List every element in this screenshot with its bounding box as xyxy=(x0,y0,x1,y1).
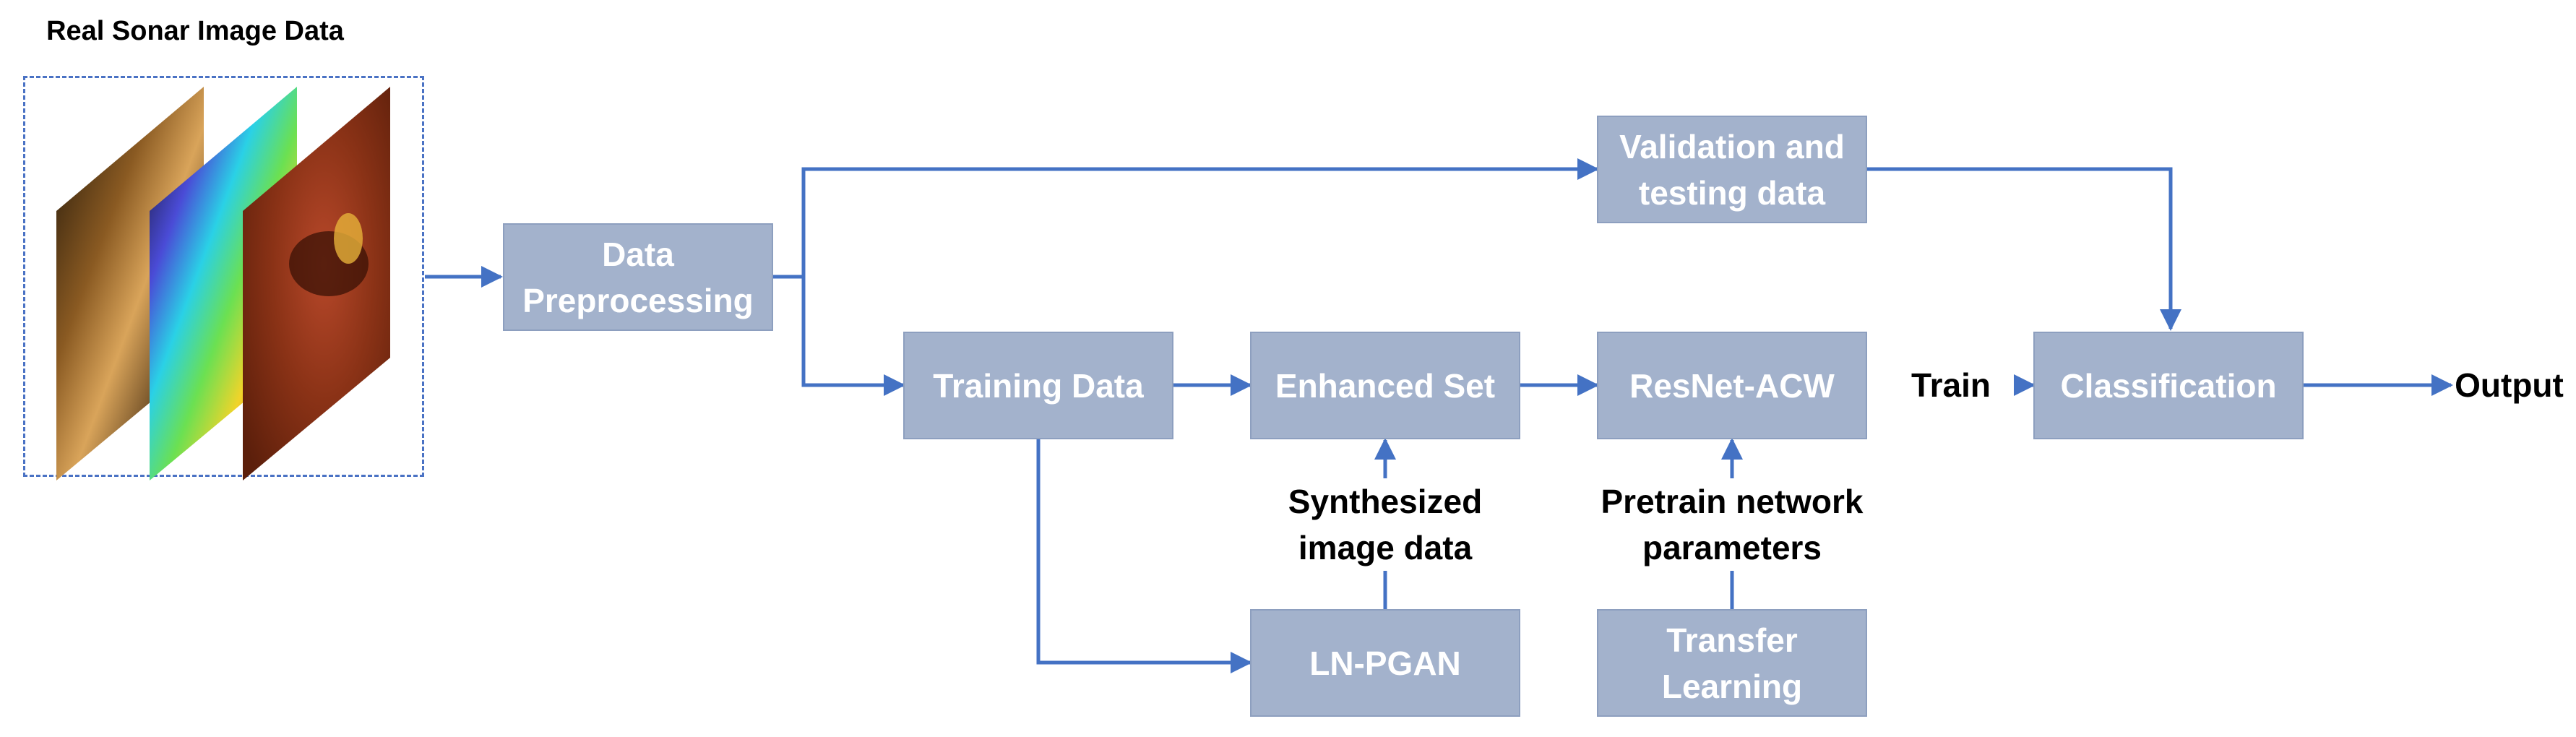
resnet-acw-box: ResNet-ACW xyxy=(1597,332,1867,439)
transfer-learning-box: Transfer Learning xyxy=(1597,609,1867,717)
data-preprocessing-box: Data Preprocessing xyxy=(503,223,773,331)
enhanced-set-box: Enhanced Set xyxy=(1250,332,1520,439)
ln-pgan-box: LN-PGAN xyxy=(1250,609,1520,717)
arrow-preprocessing-to-validation xyxy=(773,158,1599,279)
train-label: Train xyxy=(1911,366,1991,404)
classification-box: Classification xyxy=(2033,332,2304,439)
pretrain-network-parameters-label: Pretrain network parameters xyxy=(1601,483,1864,566)
validation-testing-box: Validation and testing data xyxy=(1597,116,1867,223)
output-label: Output xyxy=(2455,366,2564,404)
synthesized-image-data-label: Synthesized image data xyxy=(1288,483,1483,566)
diagram-title: Real Sonar Image Data xyxy=(46,16,344,46)
arrow-training-to-lnpgan xyxy=(1036,439,1252,673)
training-data-box: Training Data xyxy=(903,332,1173,439)
arrow-preprocessing-to-training xyxy=(801,277,905,396)
image-data-group xyxy=(23,76,424,477)
arrow-validation-to-classification xyxy=(1867,167,2181,331)
